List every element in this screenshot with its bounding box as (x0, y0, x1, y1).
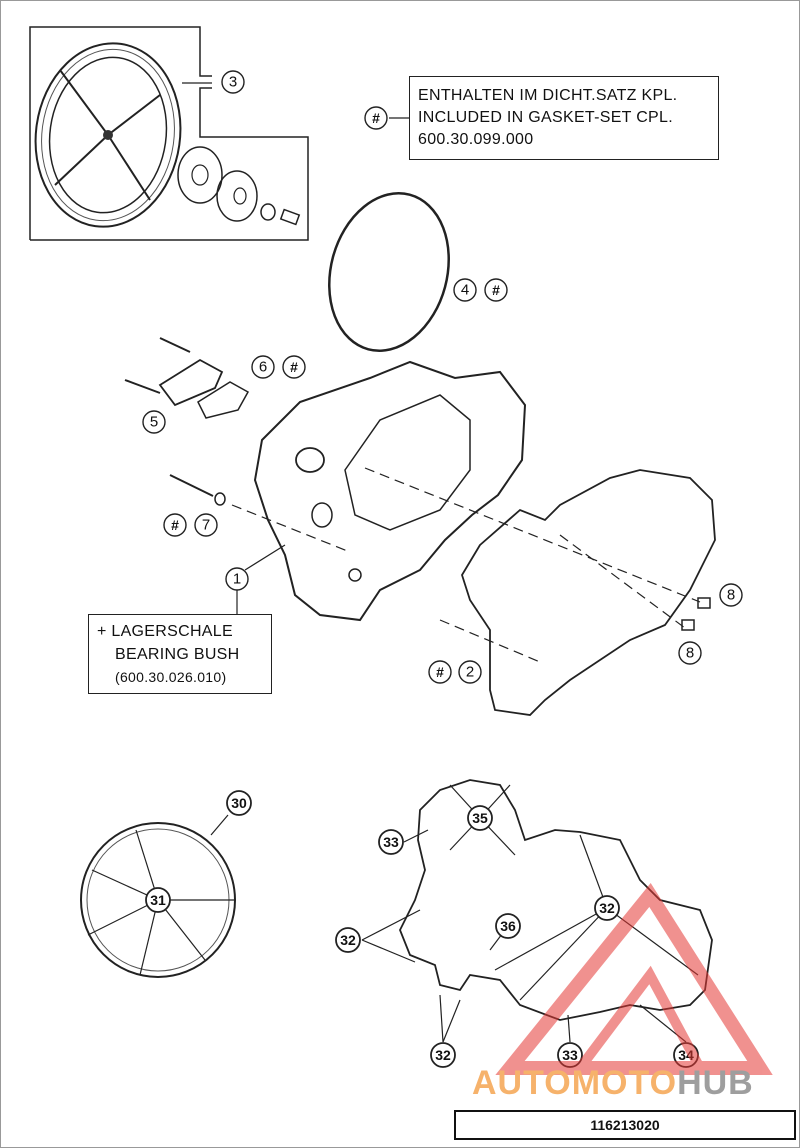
gasket-set-note-line2: INCLUDED IN GASKET-SET CPL. (418, 109, 673, 126)
callout-hash-note: # (364, 106, 388, 130)
callout-2: 2 (458, 660, 482, 684)
callout-32-bottom: 32 (430, 1042, 456, 1068)
callout-32-left: 32 (335, 927, 361, 953)
callout-4: 4 (453, 278, 477, 302)
callout-hash-7: # (163, 513, 187, 537)
svg-text:7: 7 (202, 517, 210, 534)
bearing-bush-note: + LAGERSCHALE BEARING BUSH (600.30.026.0… (88, 614, 272, 694)
callout-hash-4: # (484, 278, 508, 302)
svg-text:32: 32 (340, 932, 356, 948)
svg-text:1: 1 (233, 571, 241, 588)
svg-text:32: 32 (599, 900, 615, 916)
svg-text:4: 4 (461, 282, 469, 299)
svg-text:#: # (436, 664, 444, 680)
gasket-set-note: ENTHALTEN IM DICHT.SATZ KPL. INCLUDED IN… (409, 76, 719, 160)
bearing-bush-note-line1: + LAGERSCHALE (97, 623, 233, 640)
callout-30: 30 (226, 790, 252, 816)
callout-6: 6 (251, 355, 275, 379)
svg-text:#: # (290, 359, 298, 375)
callout-hash-6: # (282, 355, 306, 379)
svg-text:32: 32 (435, 1047, 451, 1063)
callout-1: 1 (225, 567, 249, 591)
callout-31: 31 (145, 887, 171, 913)
washer (260, 203, 276, 221)
gasket-set-note-line3: 600.30.099.000 (418, 131, 534, 148)
watermark-text: AUTOMOTOHUB (472, 1064, 754, 1103)
callout-33-left: 33 (378, 829, 404, 855)
reference-number: 116213020 (454, 1110, 796, 1140)
dowel-pin-lower (681, 619, 695, 631)
svg-text:35: 35 (472, 810, 488, 826)
svg-text:5: 5 (150, 414, 158, 431)
crankcase-gasket (461, 469, 716, 716)
clutch-cover-gasket (80, 822, 236, 978)
svg-text:31: 31 (150, 892, 166, 908)
callout-35: 35 (467, 805, 493, 831)
bearing-bush-note-line3: (600.30.026.010) (115, 669, 227, 685)
callout-3: 3 (221, 70, 245, 94)
callout-8-upper: 8 (719, 583, 743, 607)
svg-text:30: 30 (231, 795, 247, 811)
callout-5: 5 (142, 410, 166, 434)
callout-8-lower: 8 (678, 641, 702, 665)
svg-text:33: 33 (562, 1047, 578, 1063)
svg-text:#: # (372, 110, 380, 126)
svg-text:3: 3 (229, 74, 237, 91)
clutch-cover-group (29, 26, 309, 241)
svg-text:#: # (171, 517, 179, 533)
callout-7: 7 (194, 513, 218, 537)
callout-hash-2: # (428, 660, 452, 684)
cover-gasket (197, 381, 250, 419)
screw (279, 208, 301, 226)
svg-text:#: # (492, 282, 500, 298)
watermark-logo (495, 883, 773, 1075)
callout-36: 36 (495, 913, 521, 939)
svg-text:6: 6 (259, 359, 267, 376)
dowel-pin-upper (697, 597, 711, 609)
svg-text:8: 8 (727, 587, 735, 604)
svg-text:2: 2 (466, 664, 474, 681)
callout-32-right: 32 (594, 895, 620, 921)
bearing-bush-note-line2: BEARING BUSH (115, 646, 240, 663)
gasket-set-note-line1: ENTHALTEN IM DICHT.SATZ KPL. (418, 87, 678, 104)
watermark-text-part2: HUB (677, 1064, 754, 1102)
clutch-cover-outer (34, 42, 182, 228)
clutch-cover-seal (216, 170, 258, 222)
svg-text:33: 33 (383, 834, 399, 850)
watermark-text-part1: AUTOMOTO (472, 1064, 678, 1102)
water-pump-cover-group (124, 337, 250, 419)
screw-7 (169, 474, 214, 497)
svg-text:36: 36 (500, 918, 516, 934)
crankcase-cover (253, 360, 527, 622)
clutch-cover-cap (177, 146, 223, 204)
gasket-outline-32 (399, 779, 713, 1021)
svg-text:8: 8 (686, 645, 694, 662)
o-ring (328, 192, 450, 352)
